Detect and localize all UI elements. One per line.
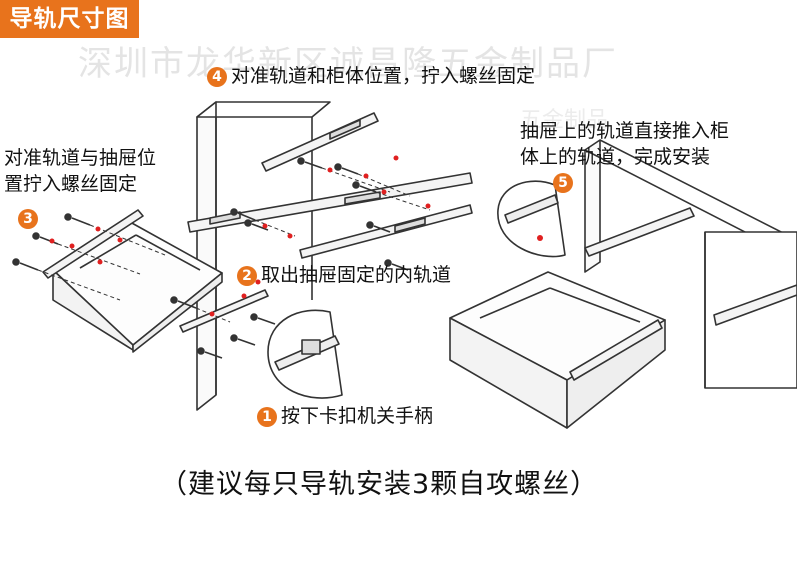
- step-5: 抽屉上的轨道直接推入柜 体上的轨道，完成安装: [520, 118, 729, 170]
- step-5-line2: 体上的轨道，完成安装: [520, 146, 711, 168]
- cabinet-rail-mid: [299, 204, 473, 259]
- watermark: 深圳市龙华新区诚昌隆五金制品厂: [78, 44, 618, 84]
- step-3-number: 3: [18, 209, 38, 229]
- step-4-text: 对准轨道和柜体位置，拧入螺丝固定: [231, 65, 536, 87]
- step-1-number: 1: [257, 406, 277, 427]
- step-1-text: 按下卡扣机关手柄: [281, 405, 434, 427]
- step-5-number: 5: [553, 173, 573, 193]
- step-2-number: 2: [237, 265, 257, 286]
- title-badge: 导轨尺寸图: [0, 0, 139, 38]
- step-3-line1: 对准轨道与抽屉位: [4, 147, 157, 169]
- step-2-text: 取出抽屉固定的内轨道: [261, 264, 452, 286]
- cabinet-left: [196, 101, 217, 411]
- step-4-number: 4: [207, 66, 227, 87]
- screws-left: [12, 157, 409, 359]
- detail-release-lever: [267, 309, 343, 399]
- drawer-left: [52, 221, 223, 353]
- step-3-line2: 置拧入螺丝固定: [4, 173, 138, 195]
- step-5-line1: 抽屉上的轨道直接推入柜: [520, 120, 730, 142]
- screw-hole-markers: [49, 155, 543, 317]
- watermark-sub: 五金制品: [520, 108, 609, 133]
- step-3: 对准轨道与抽屉位 置拧入螺丝固定 3: [4, 145, 156, 229]
- drawer-right: [449, 271, 666, 429]
- cabinet-rail-right: [584, 207, 797, 326]
- drawer-rail-left: [42, 209, 269, 333]
- footer-note: （建议每只导轨安装3颗自攻螺丝）: [160, 469, 599, 500]
- detail-push-in: [497, 180, 566, 258]
- cabinet-rail-upper: [261, 112, 379, 172]
